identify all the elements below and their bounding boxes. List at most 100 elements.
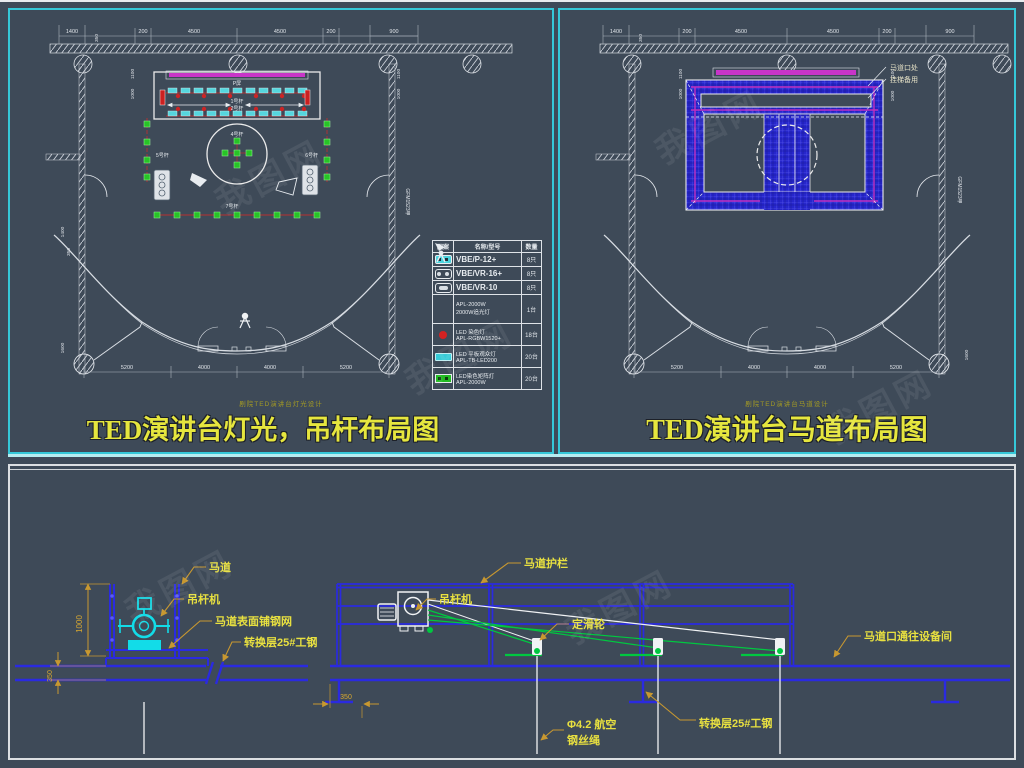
legend-row: VBE/VR-10 8只 [433, 280, 541, 294]
bottom-dimensions [83, 366, 390, 378]
bottom-dimensions [633, 366, 940, 378]
fixture-model: LED染色矩阵灯 [456, 373, 495, 380]
fixture-model: VBE/VR-10 [456, 283, 498, 292]
callout-labels: 马道 吊杆机 马道表面铺钢网 转换层25#工钢 马道护栏 吊杆机 定滑轮 马道口… [187, 556, 952, 747]
lighting-plan-panel: 1400 200 4500 4500 200 900 1100 1000 110… [8, 8, 554, 454]
callout-leaders [160, 562, 861, 741]
legend-row: VBE/VR-16+ 8只 [433, 266, 541, 280]
stage-circle [756, 124, 818, 186]
wash-light-icon [434, 268, 452, 279]
fixture-model: APL-2000W [456, 379, 486, 386]
dim-label: 900 [389, 29, 398, 35]
catwalk-ring [685, 79, 884, 211]
boom-arrows [166, 102, 305, 108]
catwalk-railing [336, 583, 795, 666]
pulleys [532, 638, 785, 655]
dim-label: 1100 [396, 69, 402, 80]
dim-label: 200 [326, 29, 335, 35]
dim-label: 1400 [66, 29, 78, 35]
label-catwalk: 马道 [209, 560, 231, 574]
dim-label: 350 [66, 248, 72, 256]
door-label: GFM1523甲 [956, 176, 962, 203]
top-dimensions [602, 25, 975, 44]
catwalk-plan-svg: 1400 200 4500 4500 200 900 1100 1000 110… [595, 25, 1012, 378]
dim-label: 1000 [396, 88, 402, 99]
label-hoist2: 吊杆机 [439, 592, 472, 606]
dim-label: 350 [94, 34, 100, 42]
label-layer: 转换层25#工钢 [244, 635, 317, 649]
fixture-model: 2000W追光灯 [456, 310, 490, 316]
top-dimension-labels: 1400 200 4500 4500 200 900 [610, 29, 955, 35]
legend-header-row: 图案 名称/型号 数量 [433, 241, 541, 252]
dim-label: 1400 [610, 29, 622, 35]
dim-label: 4500 [827, 29, 839, 35]
dim-label: 1000 [75, 615, 84, 633]
callout-line2: 挂梯备用 [890, 75, 918, 84]
drawing-subtitle: 剧院TED演讲台灯光设计 [239, 401, 323, 408]
dim-label: 1100 [678, 69, 684, 80]
led-wash-icon [439, 330, 447, 339]
dim-label: 4500 [188, 29, 200, 35]
screen-label: P屏 [233, 81, 241, 87]
fixture-qty: 1台 [526, 307, 537, 314]
label-layer2: 转换层25#工钢 [699, 716, 772, 730]
fixture-qty: 20台 [525, 355, 538, 361]
top-border-line [0, 0, 1024, 2]
label-hoist: 吊杆机 [187, 592, 220, 606]
label-opening: 马道口通往设备间 [864, 629, 952, 643]
hoist-machine-left [118, 597, 170, 650]
lighting-plan-svg: 1400 200 4500 4500 200 900 1100 1000 110… [45, 25, 513, 378]
auditorium-bowl [53, 234, 421, 355]
dim-label: 4500 [735, 29, 747, 35]
legend-header-name: 名称/型号 [454, 241, 522, 252]
pole-label: 2号杆 [231, 105, 244, 112]
dim-label: 350 [47, 670, 54, 682]
label-railing: 马道护栏 [524, 556, 568, 570]
dim-label: 1000 [890, 90, 896, 101]
bottom-dimension-labels: 5200 4000 4000 5200 [671, 365, 902, 371]
fixture-qty: 20台 [525, 377, 538, 383]
fixture-model: LED 平板观众灯 [456, 351, 496, 358]
dim-label: 350 [340, 694, 352, 701]
catwalk-truss-lines [691, 86, 878, 203]
catwalk-plan-panel: 1400 200 4500 4500 200 900 1100 1000 110… [558, 8, 1016, 454]
pole-label: 6号杆 [305, 152, 318, 159]
drawing-subtitle: 剧院TED演讲台马道设计 [745, 401, 829, 408]
speakers [153, 164, 319, 201]
projection-mark [275, 177, 298, 196]
callout-line1: 马道口处 [890, 63, 918, 72]
dim-label: 5200 [121, 365, 133, 371]
dim-label: 1600 [60, 342, 66, 353]
wire-cables [427, 599, 783, 657]
followspot-icon [435, 243, 446, 263]
label-pulley: 定滑轮 [572, 617, 605, 631]
dim-label: 4000 [264, 365, 276, 371]
dim-label: 4500 [274, 29, 286, 35]
dim-label: 1100 [130, 69, 136, 80]
legend-row: LED 染色灯 APL-RGBW1520+ 18台 [433, 323, 541, 345]
i-beam-supports [325, 680, 959, 704]
dim-label: 4000 [814, 365, 826, 371]
dim-label: 5200 [340, 365, 352, 371]
fixture-qty: 8只 [526, 286, 537, 292]
stage-truss: P屏 1号杆 2号杆 [153, 70, 321, 120]
label-rope1: Φ4.2 航空 [567, 717, 616, 731]
dim-label: 5200 [671, 365, 683, 371]
catwalk-frame-bolts [110, 594, 179, 642]
legend-row: LED染色矩阵灯 APL-2000W 20台 [433, 367, 541, 389]
legend-header-qty: 数量 [525, 245, 538, 251]
projection-mark [190, 173, 207, 187]
dim-label: 1000 [678, 88, 684, 99]
led-panel-icon [434, 352, 452, 361]
label-mesh: 马道表面铺钢网 [215, 614, 292, 628]
side-light-poles: 5号杆 6号杆 [143, 118, 331, 182]
legend-row: APL-2000W 2000W追光灯 1台 [433, 243, 541, 323]
legend-row: LED 平板观众灯 APL-TB-LED200 20台 [433, 345, 541, 367]
drawing-title: TED演讲台灯光，吊杆布局图 [86, 415, 440, 445]
catwalk-opening-callout: 马道口处 挂梯备用 [867, 63, 918, 99]
dim-label: 5200 [890, 365, 902, 371]
fixture-model: APL-2000W [456, 302, 486, 308]
drop-ropes [143, 656, 781, 754]
conversion-layer-beam [15, 661, 1010, 685]
fixture-model: APL-RGBW1520+ [456, 335, 501, 342]
